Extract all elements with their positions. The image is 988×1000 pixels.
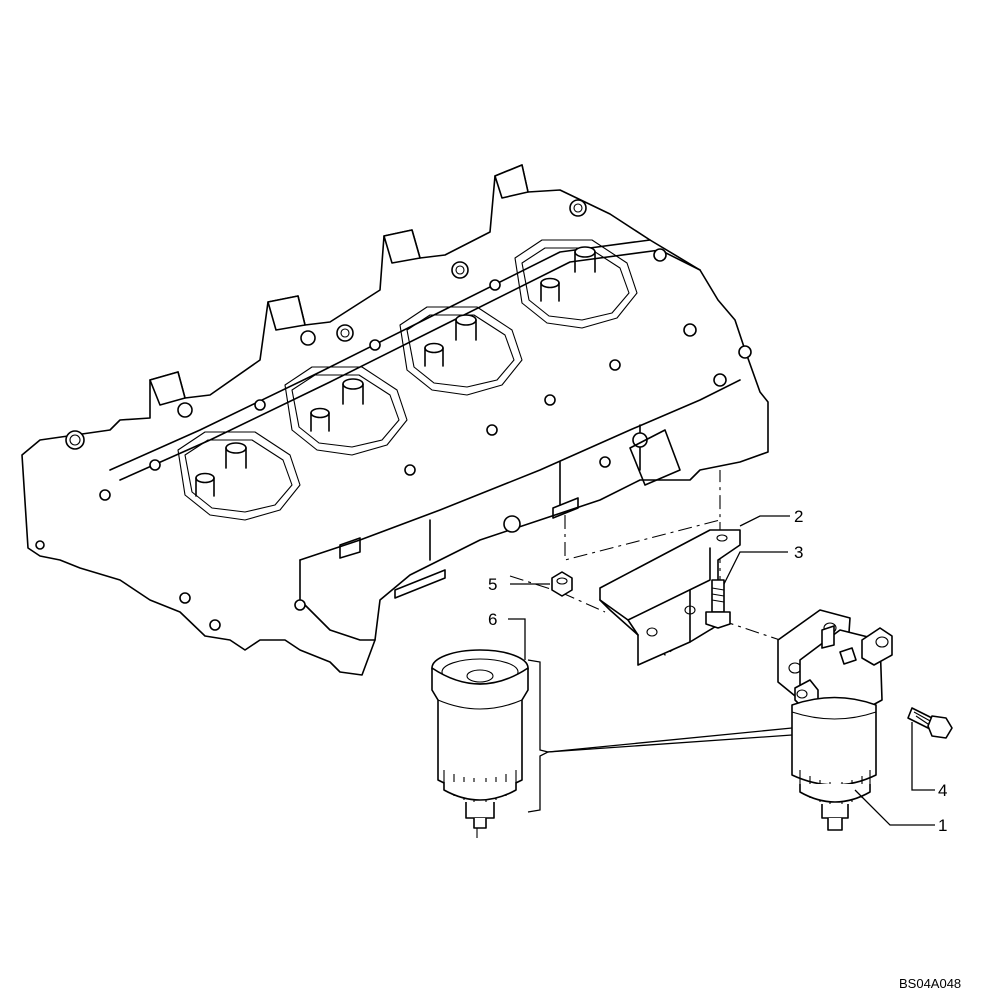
callout-labels: 1 2 3 4 5 6	[488, 507, 947, 835]
callout-1: 1	[938, 816, 947, 835]
callout-4: 4	[938, 781, 947, 800]
cylinder-head	[21, 164, 769, 676]
drawing-code: BS04A048	[899, 976, 961, 991]
part-6-filter-element	[431, 649, 529, 838]
part-5-nut	[551, 571, 573, 597]
part-3-bolt	[705, 579, 731, 629]
callout-6: 6	[488, 610, 497, 629]
part-1-fuel-filter-assembly	[777, 609, 893, 831]
part-2-bracket	[599, 529, 741, 666]
callout-2: 2	[794, 507, 803, 526]
part-4-mounting-bolt	[907, 707, 953, 739]
callout-5: 5	[488, 575, 497, 594]
callout-3: 3	[794, 543, 803, 562]
leader-lines	[508, 515, 935, 826]
